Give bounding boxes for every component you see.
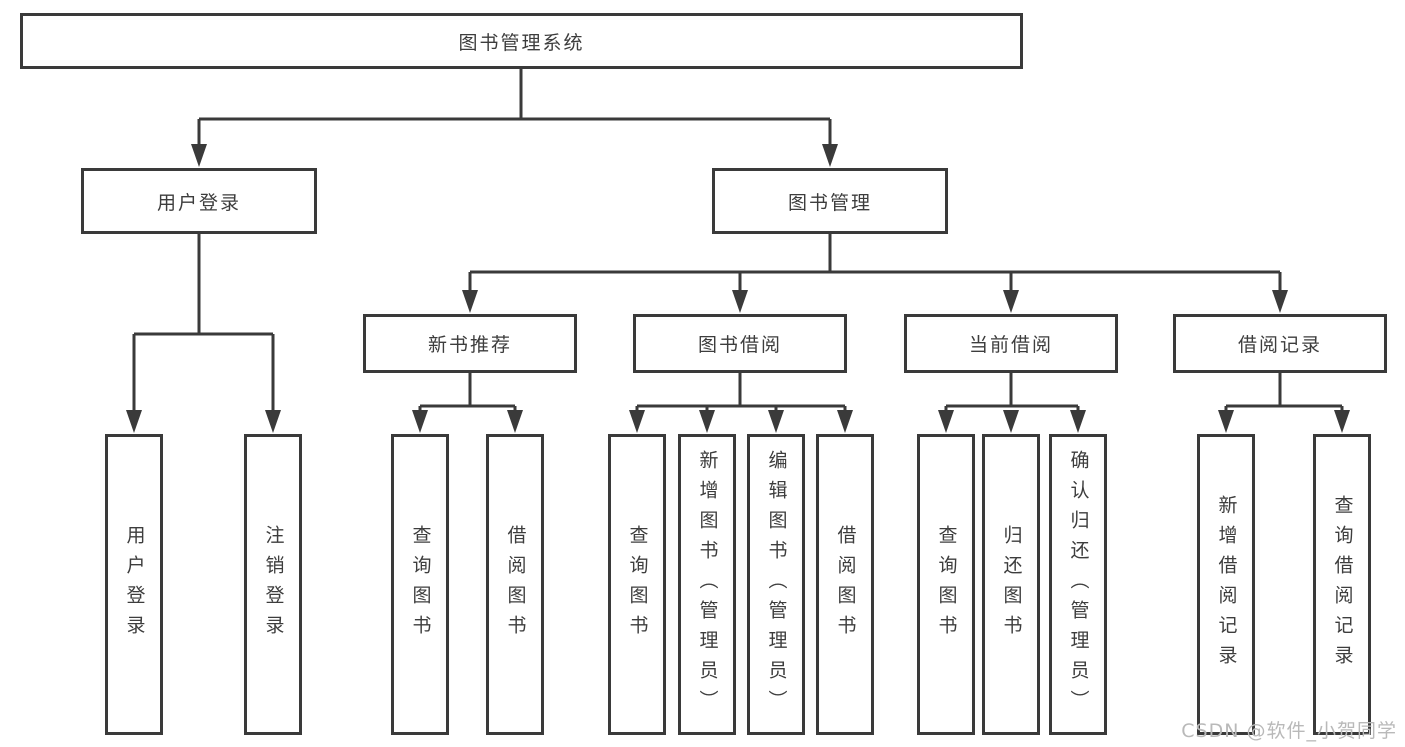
- node-label: 查询借阅记录: [1331, 494, 1354, 675]
- leaf-logout: 注销登录: [244, 434, 302, 735]
- node-label: 确认归还（管理员）: [1067, 449, 1090, 720]
- node-label: 查询图书: [626, 524, 649, 645]
- leaf-query-books-borrowing: 查询图书: [608, 434, 666, 735]
- node-borrowing-records: 借阅记录: [1173, 314, 1387, 373]
- node-label: 新书推荐: [427, 334, 512, 356]
- connector-current-to-leaves: [938, 373, 1086, 433]
- node-root-library-system: 图书管理系统: [20, 13, 1023, 69]
- leaf-borrow-books-borrowing: 借阅图书: [816, 434, 874, 735]
- node-label: 用户登录: [156, 191, 241, 214]
- leaf-confirm-return-admin: 确认归还（管理员）: [1049, 434, 1107, 735]
- node-label: 图书管理系统: [458, 31, 585, 54]
- node-label: 借阅记录: [1237, 334, 1322, 356]
- node-current-borrowing: 当前借阅: [904, 314, 1118, 373]
- node-book-borrowing: 图书借阅: [633, 314, 847, 373]
- connector-new-books-to-leaves: [412, 373, 523, 433]
- leaf-return-books: 归还图书: [982, 434, 1040, 735]
- node-label: 图书借阅: [697, 334, 782, 356]
- node-label: 借阅图书: [834, 524, 857, 645]
- node-label: 注销登录: [262, 524, 285, 645]
- node-label: 查询图书: [409, 524, 432, 645]
- node-label: 图书管理: [787, 191, 872, 214]
- node-user-login: 用户登录: [81, 168, 317, 234]
- leaf-add-books-admin: 新增图书（管理员）: [678, 434, 736, 735]
- node-label: 归还图书: [1000, 524, 1023, 645]
- leaf-query-borrow-record: 查询借阅记录: [1313, 434, 1371, 735]
- leaf-query-books-newbooks: 查询图书: [391, 434, 449, 735]
- node-label: 新增图书（管理员）: [696, 449, 719, 720]
- connector-user-login-to-leaves: [126, 234, 281, 433]
- node-label: 编辑图书（管理员）: [765, 449, 788, 720]
- connector-root-to-level2: [191, 69, 838, 167]
- connector-book-mgmt-to-level3: [462, 234, 1288, 313]
- leaf-add-borrow-record: 新增借阅记录: [1197, 434, 1255, 735]
- node-new-book-recommendation: 新书推荐: [363, 314, 577, 373]
- csdn-watermark: CSDN @软件_小贺同学: [1181, 720, 1397, 742]
- node-label: 查询图书: [935, 524, 958, 645]
- node-label: 用户登录: [123, 524, 146, 645]
- node-label: 当前借阅: [968, 334, 1053, 356]
- leaf-user-login: 用户登录: [105, 434, 163, 735]
- connector-borrowing-to-leaves: [629, 373, 853, 433]
- leaf-edit-books-admin: 编辑图书（管理员）: [747, 434, 805, 735]
- leaf-borrow-books-newbooks: 借阅图书: [486, 434, 544, 735]
- connector-records-to-leaves: [1218, 373, 1350, 433]
- node-label: 借阅图书: [504, 524, 527, 645]
- node-label: 新增借阅记录: [1215, 494, 1238, 675]
- node-book-management: 图书管理: [712, 168, 948, 234]
- leaf-query-books-current: 查询图书: [917, 434, 975, 735]
